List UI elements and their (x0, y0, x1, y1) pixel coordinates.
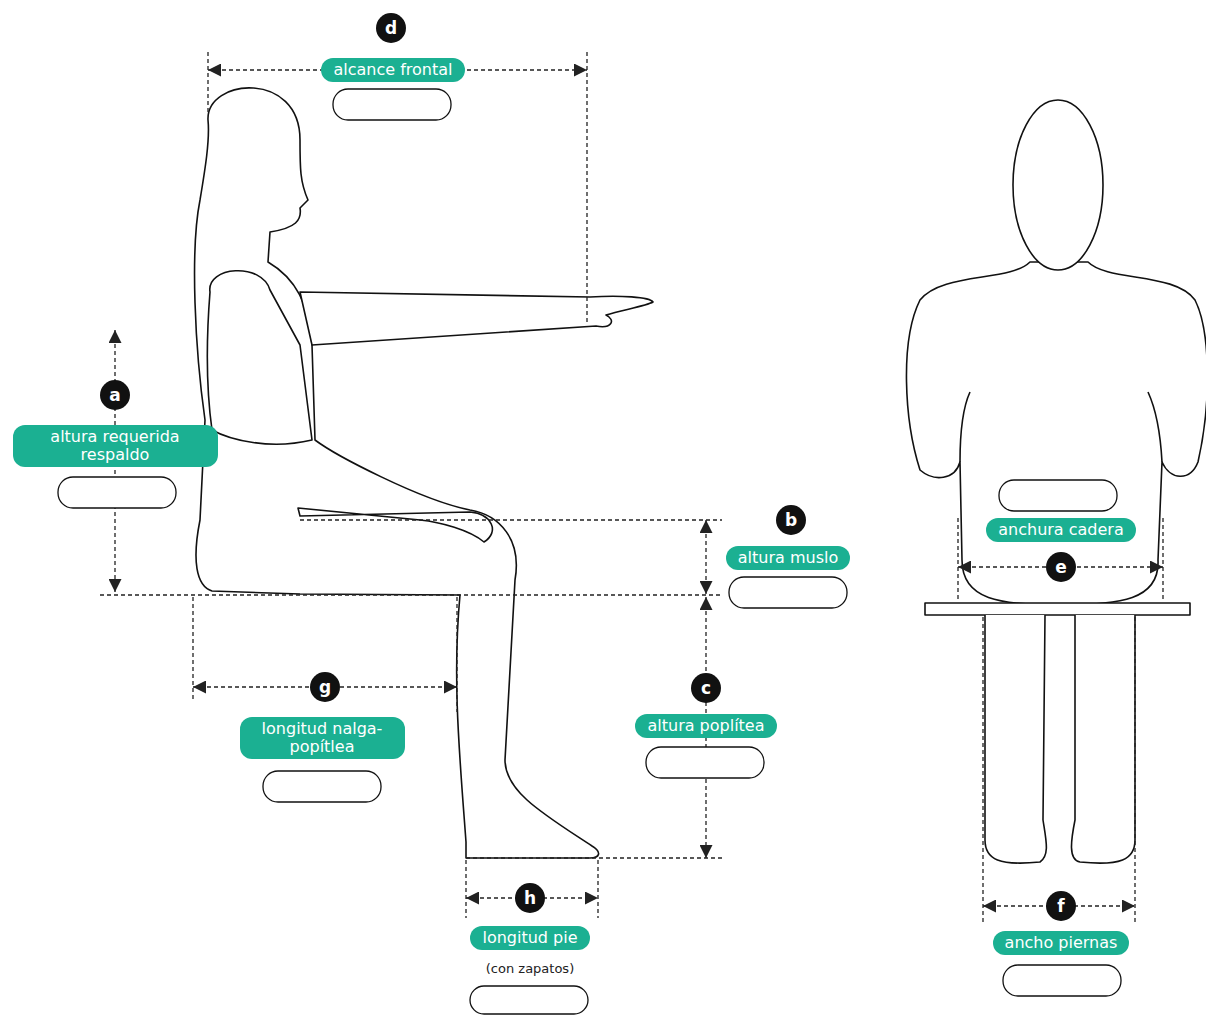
dimension-lines-part (957, 518, 958, 600)
empty-value-boxes-part (470, 986, 588, 1014)
seated-figure-back-part (960, 392, 970, 462)
seated-figure-back-part (985, 615, 1046, 863)
seated-figure-side (195, 88, 653, 858)
dimension-label-text: altura muslo (738, 549, 838, 567)
dimension-lines-part (1134, 617, 1135, 922)
empty-value-boxes (58, 89, 1121, 1014)
dimension-label-pill: anchura cadera (986, 518, 1135, 542)
seated-figure-back-part (925, 603, 1190, 615)
callout-letter: f (1046, 891, 1076, 921)
dimension-lines (100, 52, 1163, 922)
callout-letter-text: d (385, 13, 397, 43)
dimension-label-pill: longitud pie (470, 926, 589, 950)
dimension-lines-part (982, 617, 983, 922)
dimension-label-text: ancho piernas (1005, 934, 1118, 952)
dimension-label-text: altura poplítea (647, 717, 764, 735)
dimension-label-text: anchura cadera (998, 521, 1123, 539)
seated-figure-side-part (195, 88, 599, 858)
callout-letter-text: c (701, 673, 711, 703)
empty-value-boxes-part (646, 747, 764, 778)
dimension-lines-part (597, 860, 598, 918)
dimension-lines-part (192, 597, 193, 702)
dimension-lines-part (586, 52, 587, 325)
empty-value-boxes-part (999, 480, 1117, 511)
callout-letter: c (691, 673, 721, 703)
empty-value-boxes-part (263, 771, 381, 802)
dimension-label-text: altura requerida respaldo (25, 428, 206, 464)
empty-value-boxes-part (58, 477, 176, 508)
dimension-lines-part (207, 52, 208, 112)
empty-value-boxes-part (333, 89, 451, 120)
seated-figure-back (906, 100, 1206, 863)
dimension-lines-part (456, 597, 457, 712)
dimension-label-text: longitud nalga-popítlea (252, 720, 393, 756)
callout-letter: a (100, 380, 130, 410)
callout-letter: d (376, 13, 406, 43)
callout-letter-text: a (109, 380, 120, 410)
callout-letter-text: f (1057, 891, 1064, 921)
dimension-label-text: alcance frontal (333, 61, 452, 79)
dimension-lines-part (300, 519, 722, 520)
dimension-lines-part (466, 857, 725, 858)
callout-letter-text: b (785, 505, 797, 535)
dimension-label-pill: longitud nalga-popítlea (240, 717, 405, 759)
callout-letter-text: e (1055, 552, 1067, 582)
dimension-label-pill: ancho piernas (993, 931, 1130, 955)
callout-letter: g (310, 672, 340, 702)
dimension-label-pill: altura requerida respaldo (13, 425, 218, 467)
callout-letter: h (515, 883, 545, 913)
empty-value-boxes-part (1003, 965, 1121, 996)
seated-figure-side-part (298, 508, 492, 542)
callout-letter: e (1046, 552, 1076, 582)
seated-figure-back-part (1071, 615, 1135, 863)
dimension-label-pill: altura muslo (726, 546, 850, 570)
dimension-label-pill: altura poplítea (635, 714, 776, 738)
callout-letter: b (776, 505, 806, 535)
seated-figure-side-part (300, 292, 653, 345)
seated-figure-back-part (906, 262, 1206, 605)
seated-figure-side-part (207, 271, 312, 444)
seated-figure-back-part (1013, 100, 1103, 270)
dimension-lines-part (1162, 518, 1163, 600)
callout-letter-text: h (524, 883, 536, 913)
dimension-lines-part (100, 594, 722, 595)
seated-figure-back-part (1148, 392, 1162, 462)
callout-letter-text: g (319, 672, 331, 702)
dimension-lines-part (705, 520, 706, 594)
note-label: (con zapatos) (486, 961, 574, 976)
dimension-label-pill: alcance frontal (321, 58, 464, 82)
empty-value-boxes-part (729, 577, 847, 608)
dimension-lines-part (465, 860, 466, 918)
dimension-label-text: longitud pie (482, 929, 577, 947)
